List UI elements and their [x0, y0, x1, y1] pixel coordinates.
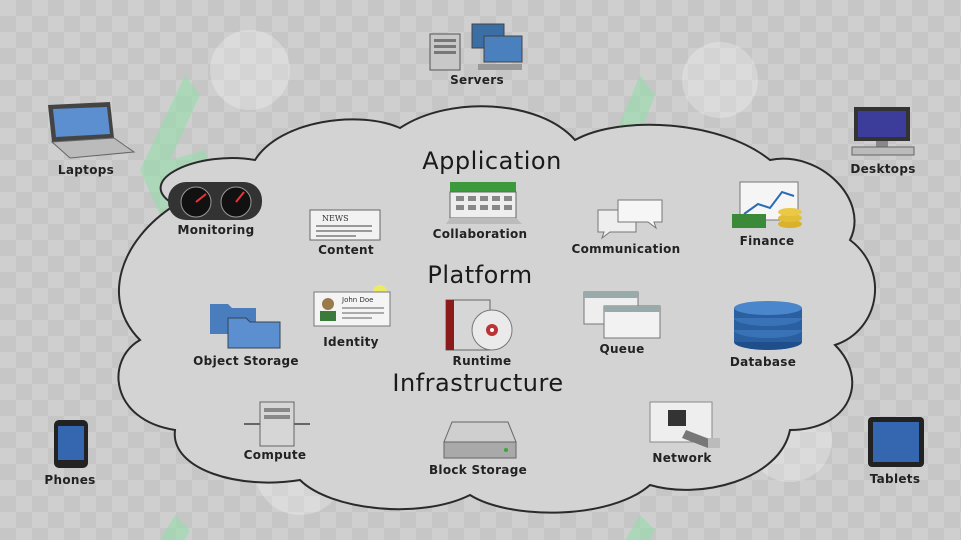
tablets-label: Tablets: [869, 472, 921, 486]
object-storage-label: Object Storage: [193, 354, 299, 368]
calendar-icon: [446, 182, 522, 224]
block-storage-label: Block Storage: [428, 463, 528, 477]
id-card-icon: John Doe: [313, 285, 391, 327]
infrastructure-heading: Infrastructure: [392, 369, 564, 397]
laptop-icon: [48, 102, 136, 159]
laptops-label: Laptops: [57, 163, 115, 177]
finance-label: Finance: [739, 234, 795, 248]
svg-text:NEWS: NEWS: [322, 214, 349, 223]
collaboration-label: Collaboration: [432, 227, 528, 241]
content-label: Content: [318, 243, 374, 257]
identity-label: Identity: [323, 335, 379, 349]
database-icon: [734, 301, 802, 350]
desktops-label: Desktops: [850, 162, 916, 176]
application-heading: Application: [422, 147, 562, 175]
compute-tower-icon: [244, 401, 310, 447]
network-label: Network: [652, 451, 712, 465]
speech-bubbles-icon: [597, 199, 663, 240]
monitoring-label: Monitoring: [177, 223, 255, 237]
platform-heading: Platform: [427, 261, 533, 289]
phones-label: Phones: [44, 473, 96, 487]
communication-label: Communication: [571, 242, 681, 256]
svg-text:John Doe: John Doe: [341, 296, 373, 304]
compute-label: Compute: [243, 448, 307, 462]
servers-label: Servers: [450, 73, 504, 87]
phone-icon: [54, 420, 88, 468]
desktop-icon: [851, 107, 915, 156]
gauge-icon: [168, 182, 262, 220]
queue-windows-icon: [583, 291, 661, 339]
newspaper-icon: NEWS: [309, 209, 381, 241]
hard-drive-icon: [443, 421, 517, 459]
finance-chart-icon: [732, 181, 802, 228]
tablet-icon: [868, 417, 924, 467]
network-jack-icon: [649, 401, 720, 448]
queue-label: Queue: [599, 342, 645, 356]
runtime-disc-icon: [445, 299, 513, 351]
folder-icon: [210, 304, 281, 349]
servers-icon: [429, 23, 523, 71]
runtime-label: Runtime: [452, 354, 512, 368]
database-label: Database: [729, 355, 797, 369]
